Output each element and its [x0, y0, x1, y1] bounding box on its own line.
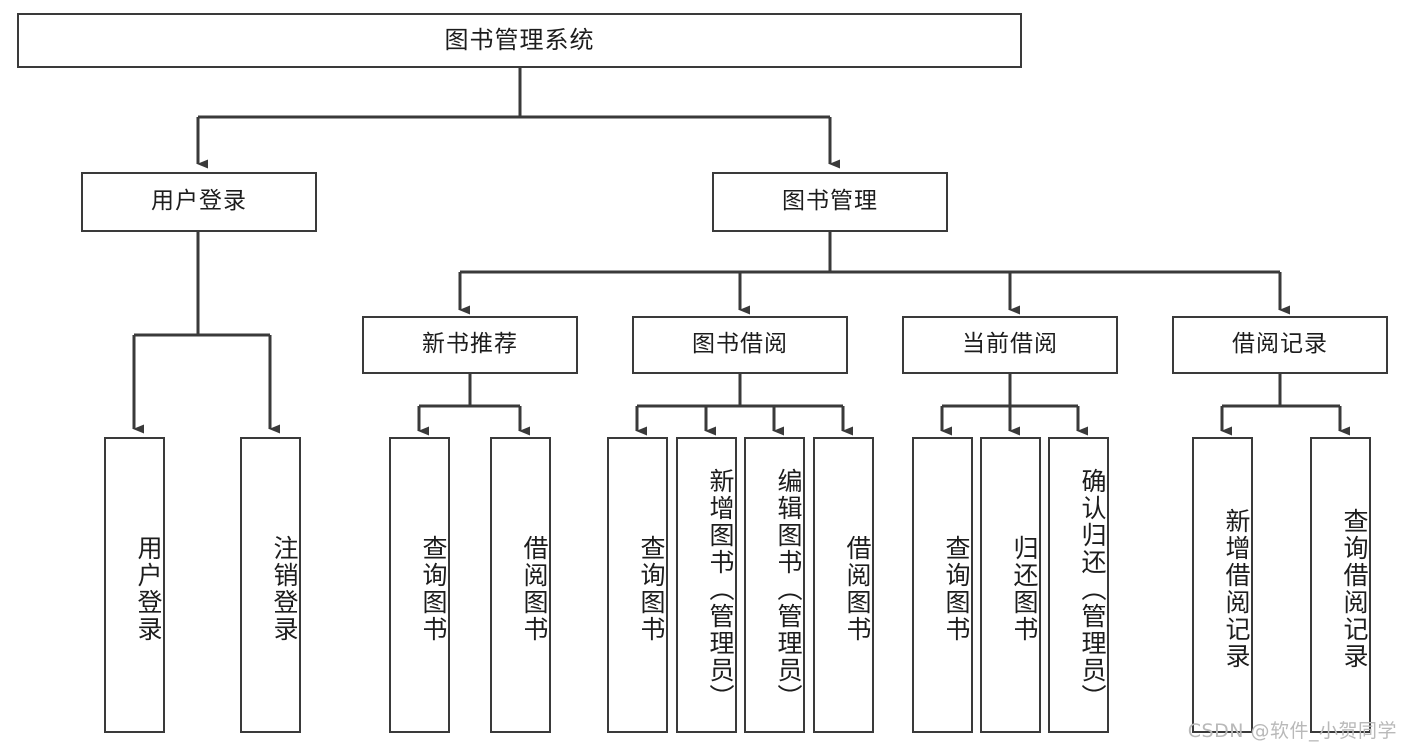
node-label: 图书借阅 [692, 331, 788, 358]
leaf-query-book-new-book[interactable]: 查询图书 [389, 437, 450, 733]
node-label: 当前借阅 [962, 331, 1058, 358]
leaf-user-logout[interactable]: 注销登录 [240, 437, 301, 733]
node-label: 注销登录 [270, 535, 299, 643]
node-label: 用户登录 [134, 535, 163, 643]
node-label: 查询图书 [419, 535, 448, 643]
node-user-login[interactable]: 用户登录 [81, 172, 317, 232]
node-label: 用户登录 [151, 188, 247, 215]
leaf-borrow-book-new-book[interactable]: 借阅图书 [490, 437, 551, 733]
leaf-confirm-return-admin[interactable]: 确认归还（管理员） [1048, 437, 1109, 733]
leaf-edit-book-admin[interactable]: 编辑图书（管理员） [744, 437, 805, 733]
node-label: 借阅记录 [1232, 331, 1328, 358]
node-book-borrow[interactable]: 图书借阅 [632, 316, 848, 374]
leaf-query-book-current[interactable]: 查询图书 [912, 437, 973, 733]
node-label: 图书管理系统 [444, 26, 595, 55]
node-label: 查询图书 [637, 535, 666, 643]
leaf-borrow-book-borrow[interactable]: 借阅图书 [813, 437, 874, 733]
node-root-book-management-system[interactable]: 图书管理系统 [17, 13, 1022, 68]
node-label: 编辑图书（管理员） [774, 467, 803, 711]
node-label: 借阅图书 [520, 535, 549, 643]
node-label: 归还图书 [1010, 535, 1039, 643]
node-label: 借阅图书 [843, 535, 872, 643]
leaf-user-login[interactable]: 用户登录 [104, 437, 165, 733]
leaf-add-book-admin[interactable]: 新增图书（管理员） [676, 437, 737, 733]
node-label: 图书管理 [782, 188, 878, 215]
node-new-book-recommend[interactable]: 新书推荐 [362, 316, 578, 374]
leaf-query-book-borrow[interactable]: 查询图书 [607, 437, 668, 733]
node-label: 新增借阅记录 [1222, 508, 1251, 670]
node-borrow-record[interactable]: 借阅记录 [1172, 316, 1388, 374]
node-label: 查询借阅记录 [1340, 508, 1369, 670]
node-label: 新书推荐 [422, 331, 518, 358]
node-label: 查询图书 [942, 535, 971, 643]
node-current-borrow[interactable]: 当前借阅 [902, 316, 1118, 374]
leaf-query-borrow-record[interactable]: 查询借阅记录 [1310, 437, 1371, 733]
node-label: 新增图书（管理员） [706, 467, 735, 711]
leaf-add-borrow-record[interactable]: 新增借阅记录 [1192, 437, 1253, 733]
leaf-return-book[interactable]: 归还图书 [980, 437, 1041, 733]
node-label: 确认归还（管理员） [1078, 467, 1107, 711]
node-book-manage[interactable]: 图书管理 [712, 172, 948, 232]
csdn-watermark: CSDN @软件_小贺同学 [1187, 720, 1397, 742]
